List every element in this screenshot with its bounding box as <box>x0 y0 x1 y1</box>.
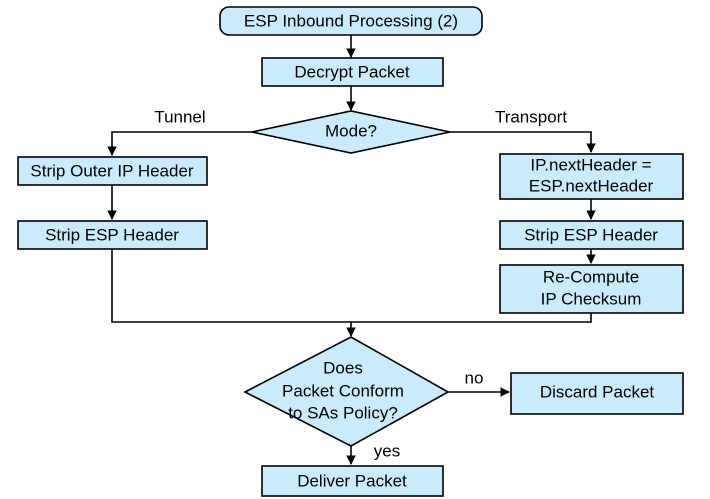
edge-right-merge <box>351 313 592 323</box>
node-mode-decision-shape <box>251 110 451 154</box>
node-nextheader-assign[interactable]: IP.nextHeader = ESP.nextHeader <box>499 153 684 200</box>
node-nextheader-assign-label-line2: ESP.nextHeader <box>529 176 654 195</box>
node-recompute-ip-checksum[interactable]: Re-Compute IP Checksum <box>499 264 684 314</box>
edge-left-merge <box>111 248 351 323</box>
node-recompute-ip-checksum-label-line1: Re-Compute <box>543 267 639 286</box>
node-start[interactable]: ESP Inbound Processing (2) <box>219 6 483 36</box>
node-strip-esp-header-right-shape <box>499 220 684 250</box>
node-discard-packet-shape <box>510 372 684 415</box>
node-strip-outer-ip-header[interactable]: Strip Outer IP Header <box>17 156 208 186</box>
node-deliver-packet-shape <box>261 465 444 497</box>
node-strip-esp-header-right-label: Strip ESP Header <box>524 225 658 244</box>
edge-label-yes: yes <box>374 441 400 460</box>
node-recompute-ip-checksum-shape <box>499 264 684 314</box>
edge-label-transport: Transport <box>495 107 567 126</box>
node-strip-esp-header-left-label: Strip ESP Header <box>45 225 179 244</box>
node-conform-decision-label-line3: to SAs Policy? <box>288 403 398 422</box>
node-decrypt-packet-shape <box>261 57 444 87</box>
node-strip-esp-header-left[interactable]: Strip ESP Header <box>17 220 208 250</box>
node-strip-outer-ip-header-label: Strip Outer IP Header <box>30 161 193 180</box>
edge-mode-tunnel <box>107 131 252 156</box>
node-start-shape <box>219 6 483 36</box>
node-conform-decision-shape <box>243 336 450 447</box>
node-start-label: ESP Inbound Processing (2) <box>244 11 458 30</box>
node-strip-esp-header-right[interactable]: Strip ESP Header <box>499 220 684 250</box>
node-mode-decision[interactable]: Mode? <box>251 110 451 154</box>
node-conform-decision-label-line2: Packet Conform <box>282 381 404 400</box>
node-conform-decision[interactable]: Does Packet Conform to SAs Policy? <box>243 336 450 447</box>
node-strip-outer-ip-header-shape <box>17 156 208 186</box>
node-deliver-packet[interactable]: Deliver Packet <box>261 465 444 497</box>
node-discard-packet-label: Discard Packet <box>540 382 655 401</box>
node-decrypt-packet-label: Decrypt Packet <box>294 62 410 81</box>
edge-mode-transport <box>450 131 596 153</box>
node-nextheader-assign-label-line1: IP.nextHeader = <box>530 155 651 174</box>
node-nextheader-assign-shape <box>499 153 684 200</box>
edge-label-tunnel: Tunnel <box>154 107 205 126</box>
node-mode-decision-label: Mode? <box>325 121 377 140</box>
node-conform-decision-label-line1: Does <box>323 358 363 377</box>
node-recompute-ip-checksum-label-line2: IP Checksum <box>541 289 642 308</box>
node-strip-esp-header-left-shape <box>17 220 208 250</box>
node-decrypt-packet[interactable]: Decrypt Packet <box>261 57 444 87</box>
node-deliver-packet-label: Deliver Packet <box>297 471 407 490</box>
node-discard-packet[interactable]: Discard Packet <box>510 372 684 415</box>
edge-label-no: no <box>465 368 484 387</box>
